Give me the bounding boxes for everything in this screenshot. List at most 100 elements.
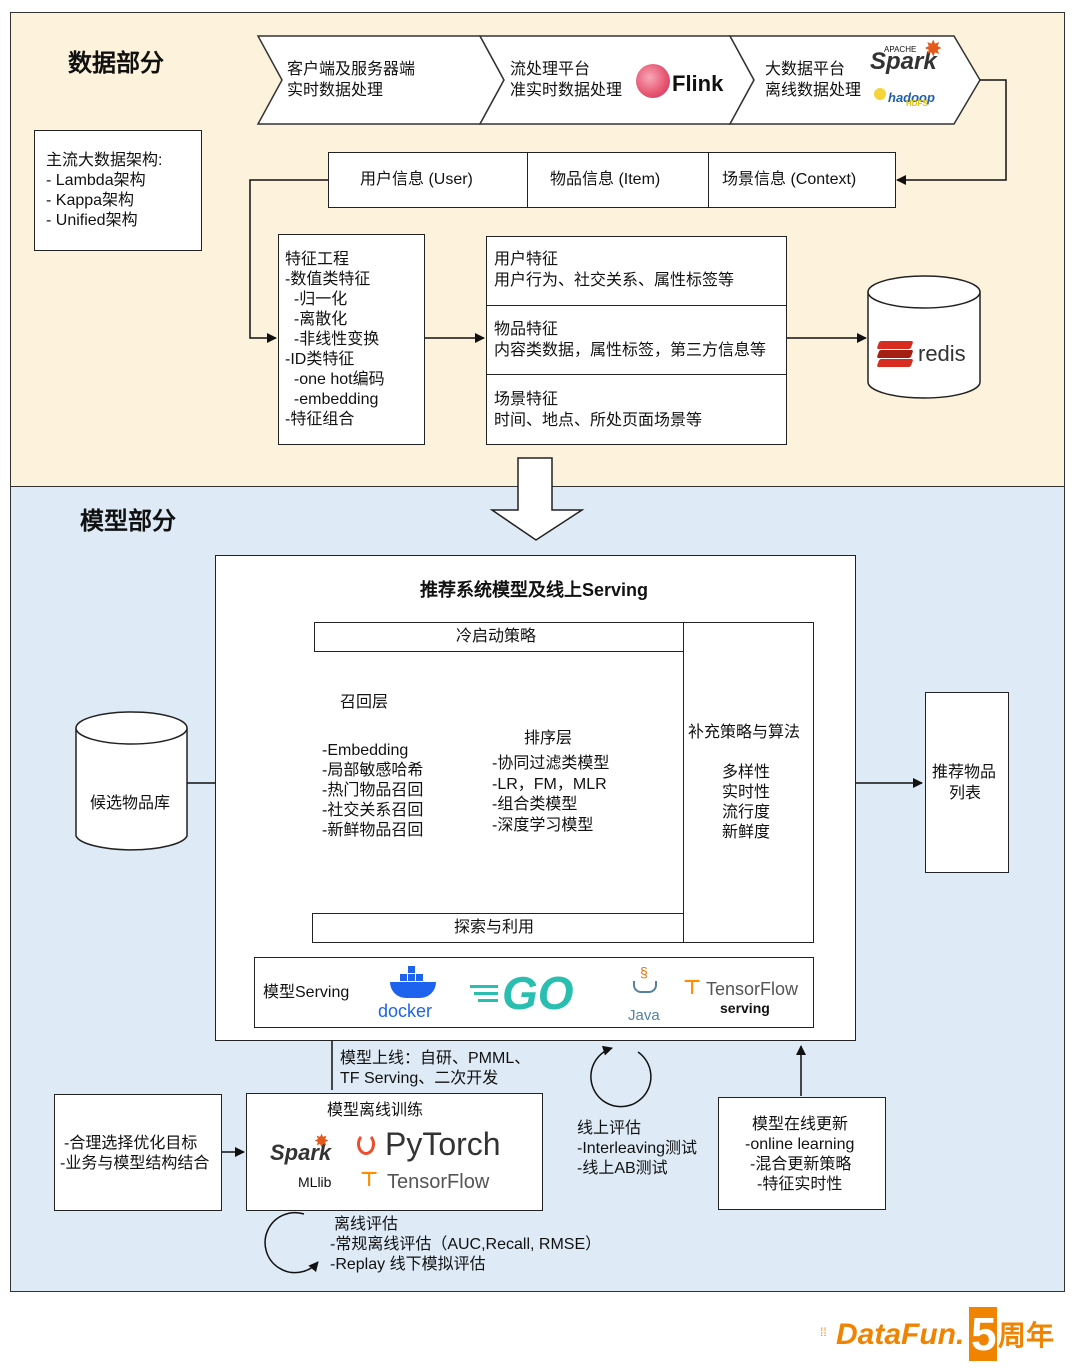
rank-item: -组合类模型 bbox=[492, 796, 578, 813]
fe-line: -归一化 bbox=[285, 291, 348, 308]
datafun-dots-icon: ⁞⁞ bbox=[820, 1325, 827, 1339]
tensorflow-training-icon: ⊤ bbox=[360, 1169, 379, 1191]
result-box bbox=[925, 692, 1009, 873]
fe-line: -embedding bbox=[285, 391, 379, 408]
recall-item: -局部敏感哈希 bbox=[322, 762, 424, 779]
architecture-title: 主流大数据架构: bbox=[46, 152, 163, 169]
hdfs-logo-sub: HDFS bbox=[906, 99, 928, 108]
data-section-title: 数据部分 bbox=[68, 50, 164, 77]
info-to-feature-arrow bbox=[249, 179, 328, 343]
architecture-item-kappa: - Kappa架构 bbox=[46, 192, 135, 209]
online-eval-loop bbox=[590, 1045, 652, 1108]
item-feature-desc: 内容类数据，属性标签，第三方信息等 bbox=[494, 342, 767, 359]
user-feature-title: 用户特征 bbox=[494, 251, 559, 268]
redis-logo-icon bbox=[876, 341, 914, 367]
item-feature-title: 物品特征 bbox=[494, 321, 559, 338]
hadoop-logo-text: hadoop bbox=[888, 90, 935, 105]
offline-eval-line: 离线评估 bbox=[334, 1216, 399, 1233]
deploy-line2: TF Serving、二次开发 bbox=[340, 1070, 499, 1087]
item-feature-cell bbox=[486, 305, 787, 375]
docker-logo-text: docker bbox=[378, 1001, 433, 1021]
docker-whale-icon bbox=[388, 966, 438, 1000]
pipeline-3-line2: 离线数据处理 bbox=[765, 82, 862, 99]
model-section-title: 模型部分 bbox=[80, 508, 176, 535]
java-logo-text: Java bbox=[628, 1007, 660, 1024]
user-feature-cell bbox=[486, 236, 787, 306]
supplement-item: 流行度 bbox=[722, 804, 771, 821]
pytorch-flame-icon bbox=[357, 1133, 375, 1155]
recall-item: -社交关系召回 bbox=[322, 802, 424, 819]
user-feature-desc: 用户行为、社交关系、属性标签等 bbox=[494, 272, 735, 289]
online-update-line: -混合更新策略 bbox=[750, 1156, 852, 1173]
online-update-line: -特征实时性 bbox=[757, 1176, 843, 1193]
pipeline-3-line1: 大数据平台 bbox=[765, 61, 846, 78]
pipeline-1-line2: 实时数据处理 bbox=[287, 82, 384, 99]
model-serving-label: 模型Serving bbox=[263, 984, 350, 1001]
footer-suffix: 周年 bbox=[998, 1320, 1055, 1351]
candidate-label: 候选物品库 bbox=[90, 795, 171, 812]
pipeline-chevron-3 bbox=[728, 35, 981, 125]
offline-eval-loop bbox=[264, 1211, 319, 1274]
online-update-line: 模型在线更新 bbox=[752, 1116, 849, 1133]
fe-line: -one hot编码 bbox=[285, 371, 385, 388]
fe-line: -非线性变换 bbox=[285, 331, 380, 348]
info-context-cell bbox=[708, 152, 896, 208]
fe-line: -离散化 bbox=[285, 311, 348, 328]
supplement-title: 补充策略与算法 bbox=[688, 724, 801, 741]
redis-logo-text: redis bbox=[918, 341, 966, 366]
pipeline-chevron-1 bbox=[256, 35, 505, 125]
context-feature-title: 场景特征 bbox=[494, 391, 559, 408]
recall-item: -热门物品召回 bbox=[322, 782, 424, 799]
fe-line: 特征工程 bbox=[285, 251, 350, 268]
rank-item: -LR，FM，MLR bbox=[492, 776, 607, 793]
candidate-cylinder bbox=[75, 711, 188, 851]
fe-line: -特征组合 bbox=[285, 411, 355, 428]
footer-number-badge bbox=[969, 1307, 997, 1361]
supplement-item: 多样性 bbox=[722, 764, 771, 781]
info-context-label: 场景信息 (Context) bbox=[722, 171, 857, 188]
fe-line: -ID类特征 bbox=[285, 351, 355, 368]
offline-eval-line: -Replay 线下模拟评估 bbox=[330, 1256, 486, 1273]
supplement-box bbox=[683, 622, 814, 943]
explore-label: 探索与利用 bbox=[454, 919, 535, 936]
info-user-label: 用户信息 (User) bbox=[360, 171, 473, 188]
recall-title: 召回层 bbox=[340, 694, 389, 711]
architecture-item-lambda: - Lambda架构 bbox=[46, 172, 146, 189]
context-feature-desc: 时间、地点、所处页面场景等 bbox=[494, 412, 703, 429]
recall-item: -Embedding bbox=[322, 742, 409, 759]
tf-serving-logo-text: TensorFlow bbox=[706, 979, 799, 999]
result-label-line1: 推荐物品 bbox=[932, 764, 997, 781]
online-eval-line: 线上评估 bbox=[577, 1120, 642, 1137]
offline-training-box bbox=[246, 1093, 543, 1211]
offline-eval-line: -常规离线评估（AUC,Recall, RMSE） bbox=[330, 1236, 602, 1253]
pipeline-1-line1: 客户端及服务器端 bbox=[287, 61, 416, 78]
rank-item: -深度学习模型 bbox=[492, 817, 594, 834]
pytorch-logo-text: PyTorch bbox=[385, 1126, 501, 1162]
model-serving-box bbox=[254, 957, 814, 1028]
flink-logo-icon bbox=[636, 64, 670, 98]
context-feature-cell bbox=[486, 374, 787, 445]
info-item-cell bbox=[527, 152, 709, 208]
supplement-item: 实时性 bbox=[722, 784, 771, 801]
online-eval-line: -线上AB测试 bbox=[577, 1160, 668, 1177]
pipeline-2-line1: 流处理平台 bbox=[510, 61, 591, 78]
tf-serving-logo-sub: serving bbox=[720, 1000, 770, 1016]
goals-line: -业务与模型结构结合 bbox=[60, 1155, 210, 1172]
pipeline-2-line2: 准实时数据处理 bbox=[510, 82, 623, 99]
deploy-line1: 模型上线：自研、PMML、 bbox=[340, 1050, 531, 1067]
footer-number: 5 bbox=[971, 1308, 997, 1360]
architecture-item-unified: - Unified架构 bbox=[46, 212, 138, 229]
architecture-note bbox=[34, 130, 202, 251]
feature-engineering-box bbox=[278, 234, 425, 445]
go-logo-text: GO bbox=[502, 967, 574, 1019]
java-cup-icon: § bbox=[630, 965, 657, 999]
online-update-box bbox=[718, 1097, 886, 1210]
mllib-logo-text: MLlib bbox=[298, 1174, 332, 1190]
explore-box[interactable] bbox=[312, 913, 684, 943]
spark-mllib-star-icon: ✸ bbox=[314, 1131, 330, 1151]
rank-item: -协同过滤类模型 bbox=[492, 755, 610, 772]
cold-start-box[interactable] bbox=[314, 622, 684, 652]
offline-training-title: 模型离线训练 bbox=[327, 1102, 424, 1119]
flink-logo-text: Flink bbox=[672, 71, 724, 96]
spark-logo-text: Spark bbox=[870, 48, 937, 75]
